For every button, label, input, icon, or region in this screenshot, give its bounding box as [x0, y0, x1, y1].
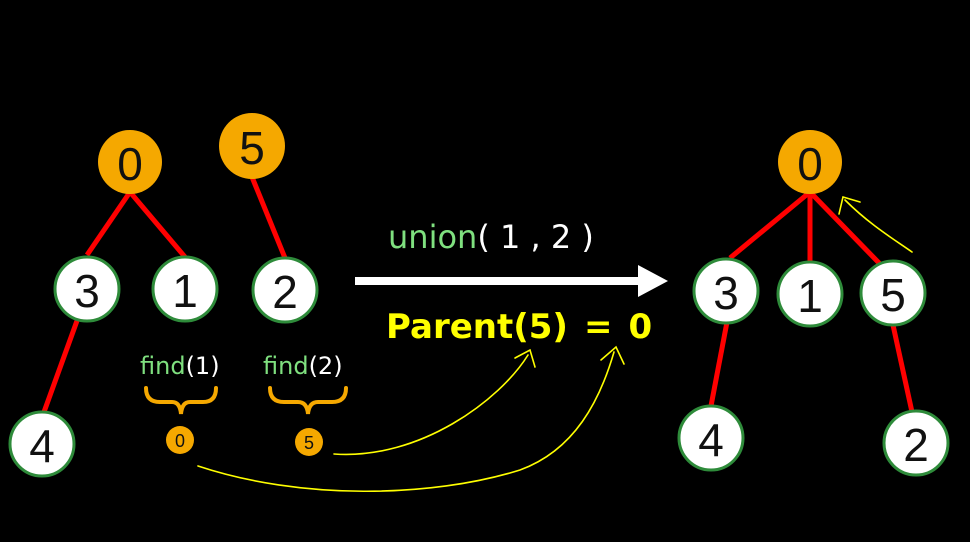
find-2-keyword: find — [263, 352, 309, 380]
after-node-3: 3 — [692, 257, 760, 325]
parent-assignment-lhs: Parent(5) — [386, 307, 568, 347]
find-2-call: find(2) 5 — [263, 352, 348, 456]
edge-0-3 — [84, 190, 133, 257]
parent-assignment-value: 0 — [628, 307, 652, 347]
find-1-call: find(1) 0 — [140, 352, 220, 454]
after-tree: 0 3 1 5 4 2 — [677, 130, 950, 477]
annotation-curves — [197, 195, 913, 493]
find-1-text: find(1) — [140, 352, 220, 380]
after-node-4: 4 — [677, 404, 745, 472]
after-node-1: 1 — [776, 260, 844, 328]
curve-find1-to-value0 — [197, 351, 615, 493]
curve-after-root-hint — [844, 199, 913, 253]
after-node-2-label: 2 — [903, 419, 929, 471]
before-root-5: 5 — [219, 113, 285, 179]
after-node-3-label: 3 — [713, 267, 739, 319]
edge-after-0-5 — [808, 190, 882, 266]
find-2-arg: (2) — [309, 352, 343, 380]
before-root-0-label: 0 — [117, 138, 143, 190]
find-1-result-label: 0 — [175, 431, 185, 451]
after-root-0: 0 — [778, 130, 842, 194]
before-root-0: 0 — [98, 130, 162, 194]
before-trees: 0 5 3 1 2 4 — [8, 113, 319, 478]
before-node-2-label: 2 — [272, 266, 298, 318]
before-node-3: 3 — [53, 255, 121, 323]
after-node-5: 5 — [859, 259, 927, 327]
before-root-5-label: 5 — [239, 122, 265, 174]
curve-find2-arrowhead — [514, 348, 536, 368]
find-1-brace — [144, 386, 218, 415]
after-root-0-label: 0 — [797, 138, 823, 190]
edge-0-1 — [128, 190, 187, 259]
find-2-result-label: 5 — [304, 433, 314, 453]
before-node-3-label: 3 — [74, 265, 100, 317]
before-node-2: 2 — [251, 256, 319, 324]
transform-arrow — [355, 265, 668, 297]
after-node-1-label: 1 — [797, 270, 823, 322]
edge-after-5-2 — [890, 324, 915, 413]
find-2-text: find(2) — [263, 352, 343, 380]
union-args: ( 1 , 2 ) — [477, 218, 594, 256]
union-operation: union( 1 , 2 ) Parent(5) = 0 — [355, 218, 668, 347]
after-node-5-label: 5 — [880, 269, 906, 321]
union-call-text: union( 1 , 2 ) — [388, 218, 594, 256]
before-node-1-label: 1 — [172, 265, 198, 317]
parent-assignment-text: Parent(5) = 0 — [386, 307, 652, 347]
curve-find1-arrowhead — [600, 345, 625, 365]
after-node-4-label: 4 — [698, 414, 724, 466]
before-node-4-label: 4 — [29, 420, 55, 472]
curve-find2-to-parent5 — [333, 354, 529, 456]
curve-after-root-arrowhead — [838, 195, 861, 215]
find-1-keyword: find — [140, 352, 186, 380]
edge-5-2 — [249, 176, 288, 259]
find-1-result: 0 — [166, 426, 194, 454]
before-node-1: 1 — [151, 255, 219, 323]
parent-assignment-equals: = — [584, 307, 613, 347]
edge-3-4 — [41, 317, 81, 413]
before-node-4: 4 — [8, 410, 76, 478]
find-2-result: 5 — [295, 428, 323, 456]
find-2-brace — [268, 386, 348, 415]
after-node-2: 2 — [882, 409, 950, 477]
find-1-arg: (1) — [186, 352, 220, 380]
edge-after-0-3 — [728, 190, 812, 260]
edge-after-3-4 — [708, 321, 730, 407]
union-keyword: union — [388, 218, 477, 256]
